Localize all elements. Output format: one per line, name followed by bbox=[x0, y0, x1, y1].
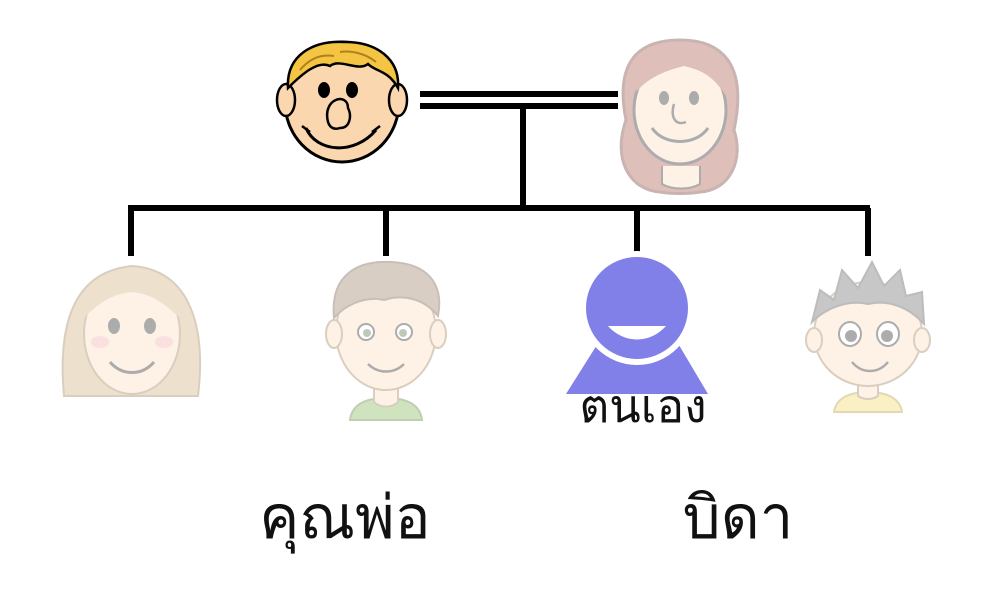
father-face-icon bbox=[275, 40, 409, 164]
mother-face-icon bbox=[619, 38, 740, 195]
younger-brother-face-icon bbox=[805, 259, 931, 413]
tree-connectors bbox=[128, 91, 871, 256]
answer-option-father[interactable]: คุณพ่อ bbox=[259, 483, 431, 553]
self-silhouette-icon bbox=[566, 251, 708, 394]
self-label: ตนเอง bbox=[579, 379, 707, 433]
brother-face-icon bbox=[325, 260, 447, 421]
sister-face-icon bbox=[61, 264, 202, 397]
answer-option-father-formal[interactable]: บิดา bbox=[682, 483, 794, 553]
